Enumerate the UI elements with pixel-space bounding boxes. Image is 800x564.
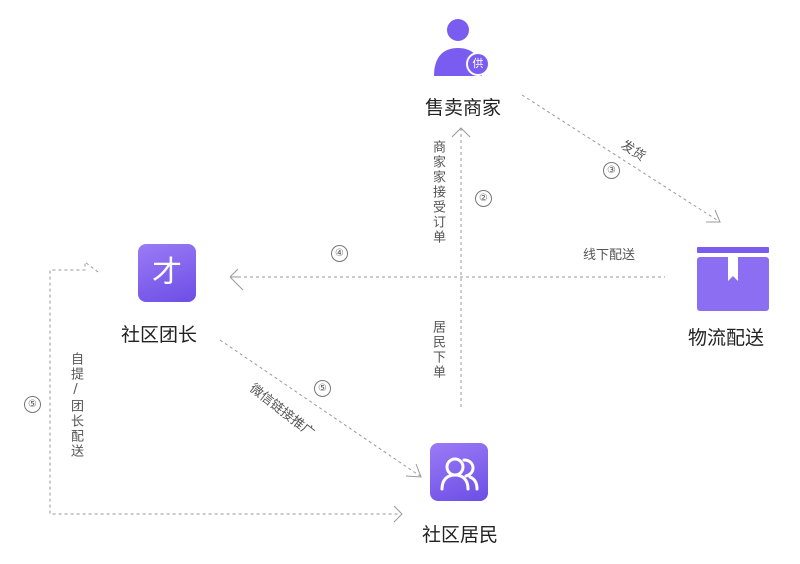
arrowhead-self-pickup xyxy=(393,505,403,523)
residents-label: 社区居民 xyxy=(422,524,499,546)
arrowhead-wechat xyxy=(405,463,422,478)
seller-label: 售卖商家 xyxy=(425,97,502,119)
edge-resident-order-label: 居民下单 xyxy=(430,320,445,380)
talent-icon xyxy=(138,244,196,302)
leader-glyph: 才 xyxy=(152,255,182,290)
users-icon xyxy=(430,443,488,501)
edge-offline-num: ④ xyxy=(331,245,348,262)
edge-wechat-num: ⑤ xyxy=(314,380,331,397)
leader-label: 社区团长 xyxy=(121,324,198,346)
edge-accept-num: ② xyxy=(475,190,492,207)
person-badge-icon xyxy=(434,19,490,76)
box-icon xyxy=(697,247,769,311)
edge-wechat xyxy=(219,339,421,477)
edge-self-pickup-label: 自提/团长配送 xyxy=(68,352,83,459)
edge-ship-num: ③ xyxy=(603,162,620,179)
edge-ship xyxy=(521,94,721,223)
arrowhead-ship xyxy=(706,209,721,223)
seller-badge: 供 xyxy=(472,57,484,70)
users-glyph xyxy=(440,457,479,491)
edge-self-pickup-num: ⑤ xyxy=(24,396,41,413)
arrowhead-up xyxy=(451,127,471,138)
edge-self-pickup xyxy=(49,260,400,515)
logistics-label: 物流配送 xyxy=(688,327,765,349)
edge-accept-label: 商家家接受订单 xyxy=(430,140,445,245)
edge-offline-label: 线下配送 xyxy=(583,248,636,263)
arrowhead-left xyxy=(229,268,244,291)
